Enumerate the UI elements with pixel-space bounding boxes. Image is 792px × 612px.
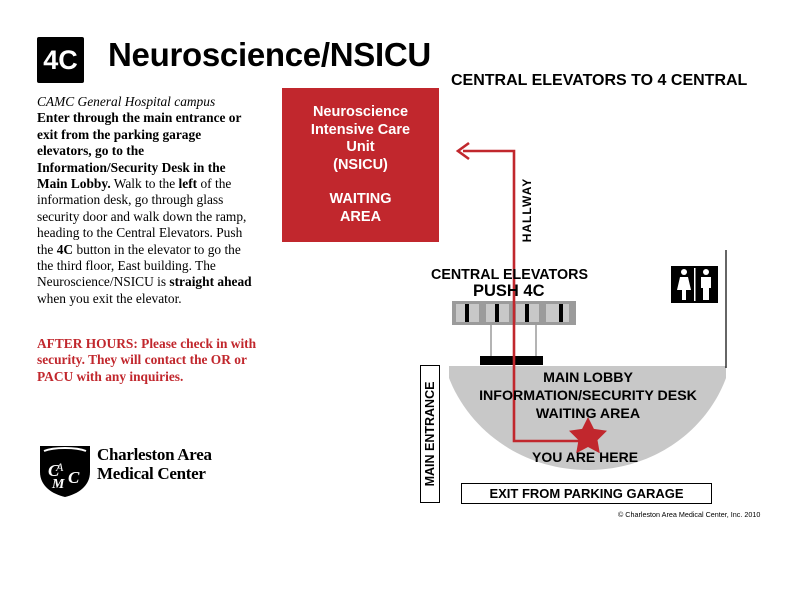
floor-badge: 4C (37, 37, 84, 83)
lobby-line: WAITING AREA (535, 406, 641, 422)
exit-parking-garage-box: EXIT FROM PARKING GARAGE (461, 483, 712, 504)
page-title: Neuroscience/NSICU (108, 36, 431, 73)
directions-bold-3: 4C (56, 241, 74, 257)
camc-logo: C A M C (40, 446, 90, 497)
route-line (463, 149, 588, 443)
svg-text:C: C (68, 468, 80, 487)
elevator-heading: CENTRAL ELEVATORS TO 4 CENTRAL (451, 72, 748, 89)
logo-line-2: Medical Center (97, 464, 206, 483)
shield-icon (40, 446, 90, 497)
main-entrance-box (420, 365, 440, 503)
push-4c-label: PUSH 4C (473, 282, 545, 300)
you-are-here-label: YOU ARE HERE (532, 449, 639, 465)
star-icon (569, 417, 607, 454)
nsicu-line: Intensive Care (310, 121, 411, 138)
main-lobby-area (449, 366, 726, 470)
directions-text-4: when you exit the elevator. (37, 290, 182, 306)
copyright-notice: © Charleston Area Medical Center, Inc. 2… (618, 510, 761, 519)
directions-bold-2: left (178, 176, 198, 192)
waiting-line: AREA (339, 208, 382, 225)
nsicu-box: Neuroscience Intensive Care Unit (NSICU)… (282, 88, 439, 242)
exit-parking-garage-label: EXIT FROM PARKING GARAGE (489, 486, 684, 501)
directions-bold-4: straight ahead (169, 274, 252, 290)
hallway-label: HALLWAY (520, 177, 534, 243)
lobby-line: MAIN LOBBY (543, 370, 633, 386)
directions-text-1: Walk to the (110, 176, 179, 192)
after-hours-note: AFTER HOURS: Please check in with securi… (37, 336, 257, 384)
route-arrowhead (455, 141, 470, 161)
security-door (480, 356, 543, 365)
lobby-line: INFORMATION/SECURITY DESK (479, 388, 697, 404)
directions-text-2: of the information desk, go through glas… (37, 176, 247, 257)
nsicu-line: (NSICU) (333, 156, 388, 173)
svg-text:C: C (48, 461, 60, 480)
directions-text-3: button in the elevator to go the the thi… (37, 241, 241, 290)
main-entrance-label: MAIN ENTRANCE (423, 381, 437, 487)
directions-bold-1: Enter through the main entrance or exit … (37, 110, 242, 192)
campus-label: CAMC General Hospital campus (37, 94, 216, 109)
restroom-icon (671, 266, 718, 303)
camc-logo-text: Charleston Area Medical Center (97, 445, 212, 483)
lobby-labels: MAIN LOBBY INFORMATION/SECURITY DESK WAI… (479, 369, 697, 423)
svg-text:A: A (55, 460, 64, 474)
logo-line-1: Charleston Area (97, 445, 212, 464)
waiting-line: WAITING (329, 191, 392, 207)
nsicu-line: Neuroscience (312, 104, 409, 120)
central-elevators-label: CENTRAL ELEVATORS (431, 267, 589, 283)
svg-text:M: M (51, 477, 65, 492)
nsicu-line: Unit (346, 139, 375, 155)
